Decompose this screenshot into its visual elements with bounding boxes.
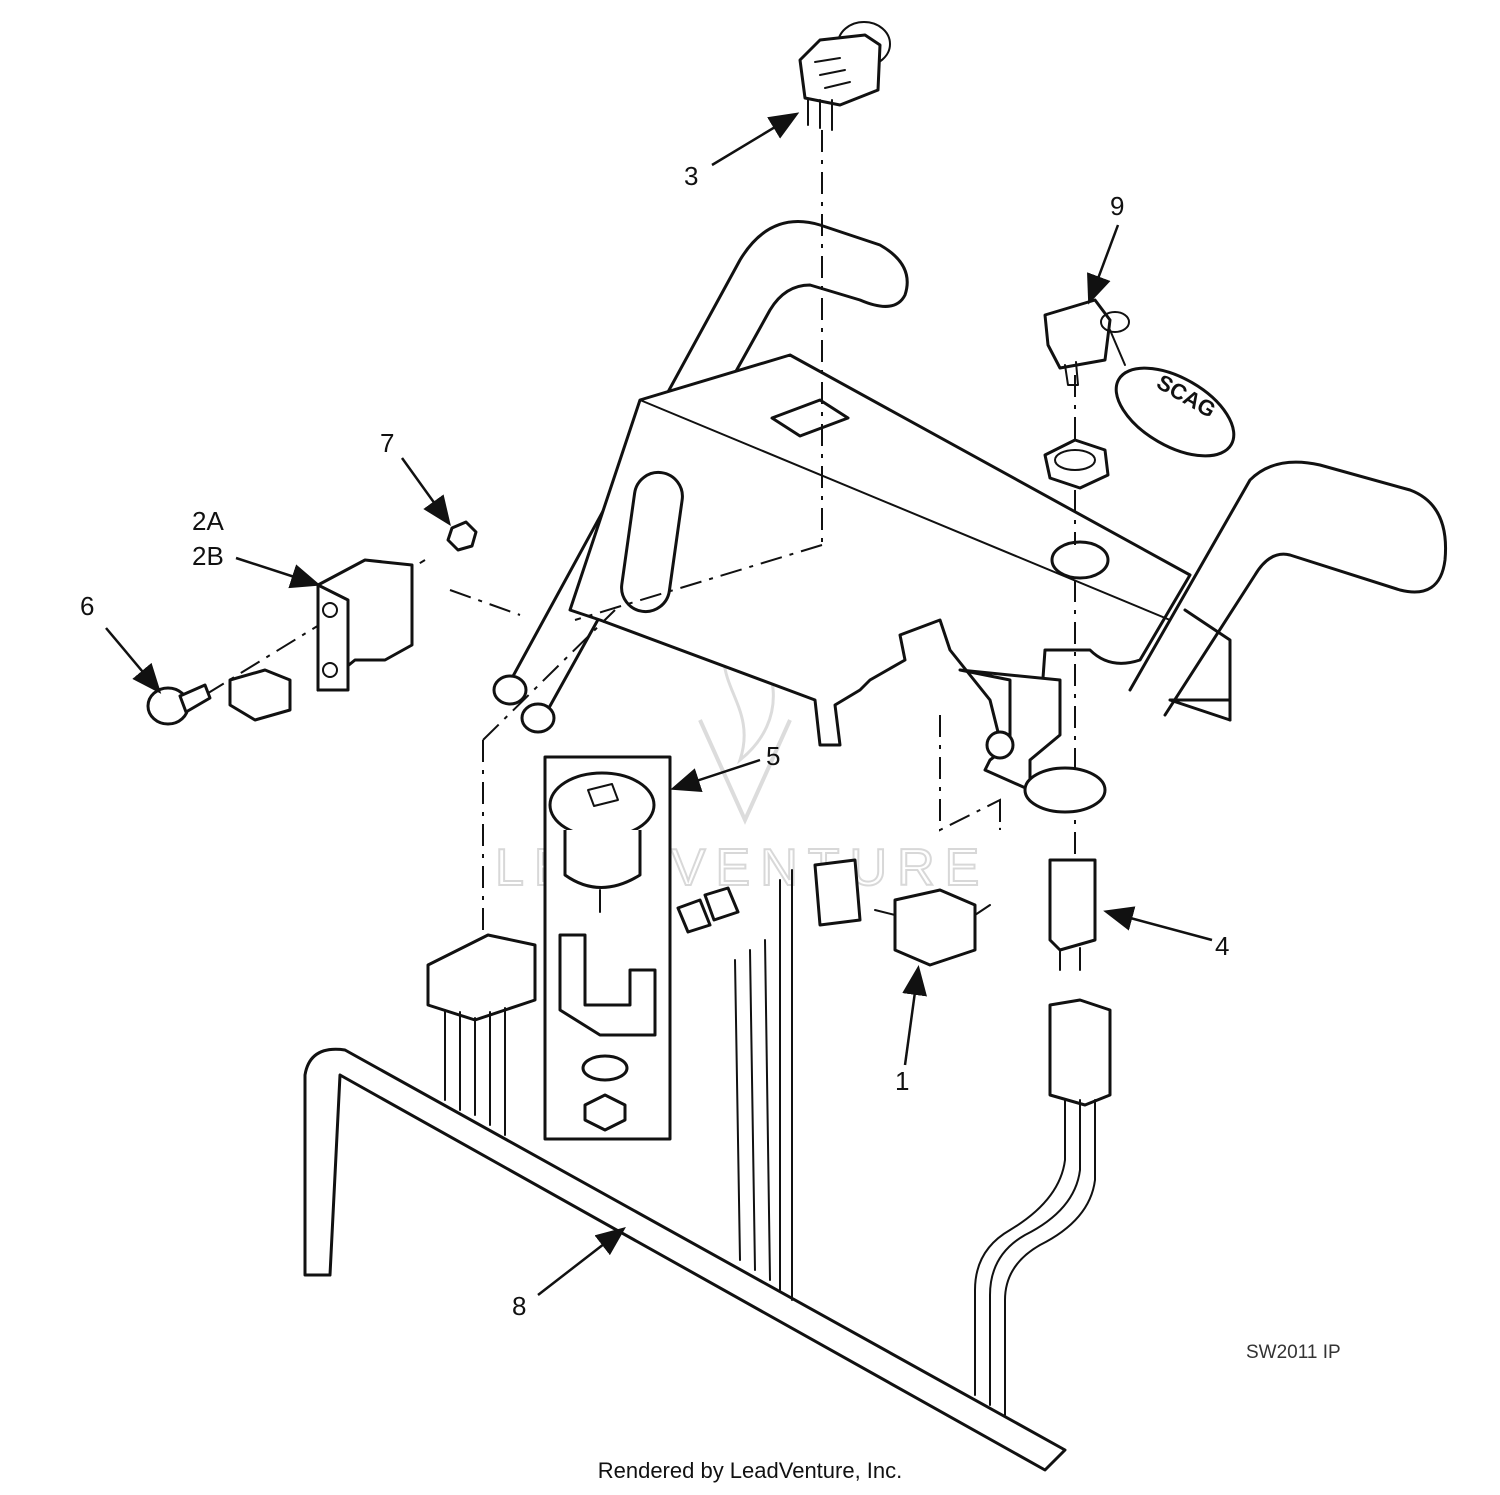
drawing-code: SW2011 IP — [1246, 1342, 1341, 1363]
part-2-switch-bracket — [228, 558, 414, 722]
callout-2a: 2A — [192, 506, 224, 536]
part-7-nut — [446, 520, 478, 552]
callout-8: 8 — [512, 1291, 526, 1321]
callout-9: 9 — [1110, 191, 1124, 221]
dash-panel — [568, 353, 1192, 792]
callout-6: 6 — [80, 591, 94, 621]
part-4-switch — [1023, 766, 1107, 971]
callout-labels: 3 9 7 2A 2B 6 5 4 1 8 — [80, 161, 1229, 1321]
handle-frame — [492, 220, 1448, 734]
part-8-wire-harness — [303, 869, 1067, 1472]
part-6-bolt — [146, 683, 212, 726]
part-3-connector — [798, 21, 891, 131]
lower-connector — [974, 998, 1112, 1416]
callout-1: 1 — [895, 1066, 909, 1096]
render-credit: Rendered by LeadVenture, Inc. — [597, 1458, 903, 1483]
callout-4: 4 — [1215, 931, 1229, 961]
part-1-switch — [813, 858, 991, 967]
connector-block — [426, 933, 537, 1136]
callout-5: 5 — [766, 741, 780, 771]
callout-3: 3 — [684, 161, 698, 191]
part-5-hour-meter-kit — [543, 755, 672, 1141]
callout-2b: 2B — [192, 541, 224, 571]
callout-7: 7 — [380, 428, 394, 458]
callout-arrows — [105, 112, 1213, 1296]
